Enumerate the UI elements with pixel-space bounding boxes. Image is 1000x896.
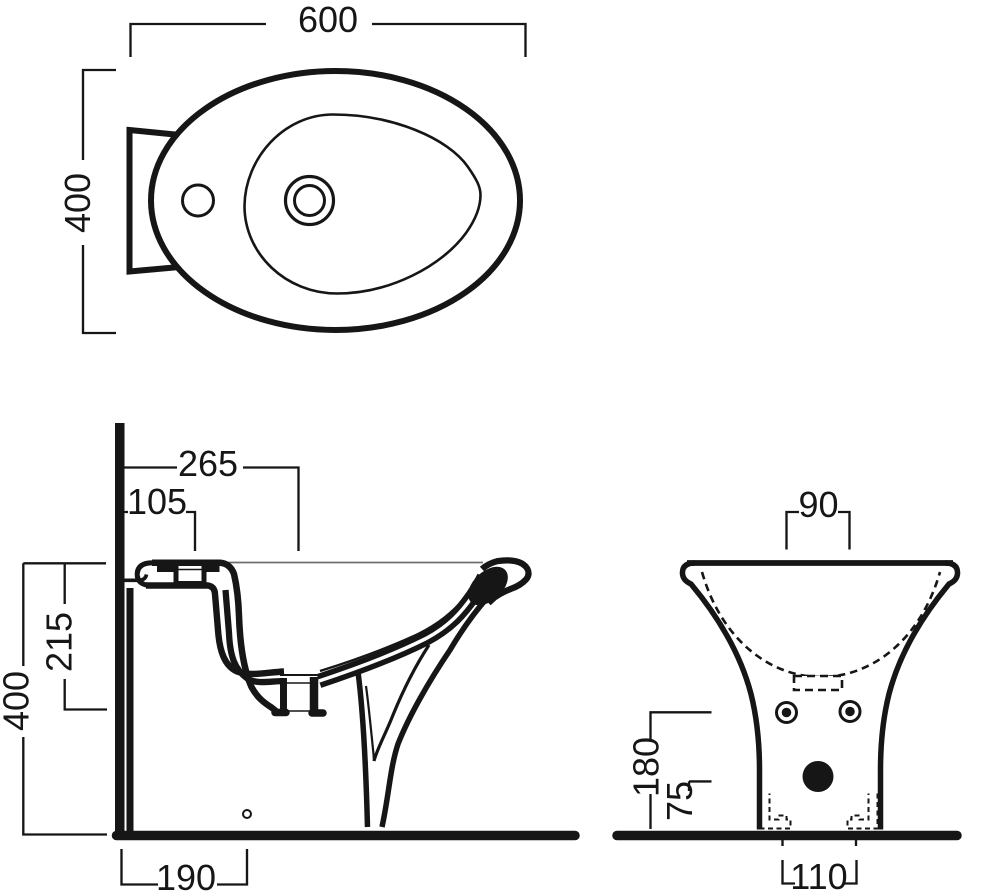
svg-text:75: 75 bbox=[659, 781, 700, 821]
svg-text:105: 105 bbox=[127, 481, 187, 522]
svg-text:400: 400 bbox=[57, 173, 98, 233]
svg-text:600: 600 bbox=[298, 0, 358, 40]
svg-text:190: 190 bbox=[156, 857, 216, 896]
svg-text:180: 180 bbox=[626, 737, 667, 797]
svg-text:110: 110 bbox=[790, 856, 847, 896]
svg-text:265: 265 bbox=[178, 443, 238, 484]
svg-text:90: 90 bbox=[798, 484, 838, 525]
svg-text:215: 215 bbox=[39, 612, 80, 672]
svg-text:400: 400 bbox=[0, 671, 37, 731]
